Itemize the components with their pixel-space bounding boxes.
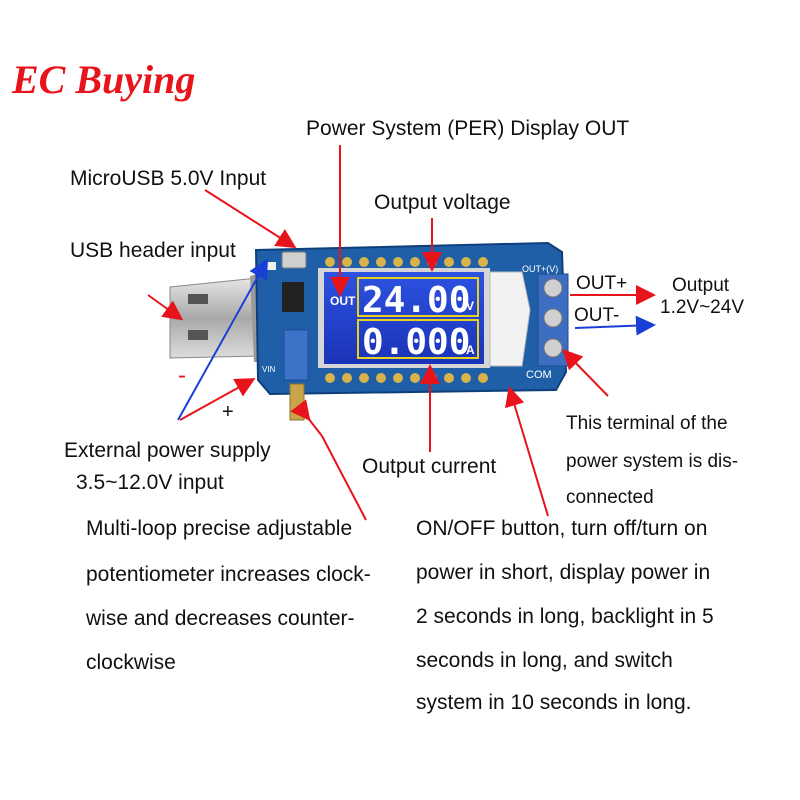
arrow-microusb bbox=[204, 189, 297, 249]
lcd-voltage: 24.00 bbox=[362, 280, 470, 321]
label-terminal-1: This terminal of the bbox=[566, 413, 728, 434]
brand-logo: EC Buying bbox=[12, 57, 196, 102]
arrow-ext-minus bbox=[177, 258, 268, 421]
label-output-voltage: Output voltage bbox=[374, 191, 511, 214]
lcd-out-label: OUT bbox=[330, 294, 356, 308]
label-plus-sign: + bbox=[222, 401, 234, 423]
line-potentiometer bbox=[321, 435, 367, 521]
label-btn-4: seconds in long, and switch bbox=[416, 649, 673, 672]
label-terminal-2: power system is dis- bbox=[566, 451, 739, 472]
arrow-potentiometer bbox=[290, 399, 323, 437]
arrow-ext-plus bbox=[179, 378, 256, 421]
silk-out: OUT+(V) bbox=[522, 264, 558, 274]
lcd-voltage-unit: V bbox=[466, 299, 474, 313]
label-ext-power-1: External power supply bbox=[64, 439, 271, 462]
label-btn-2: power in short, display power in bbox=[416, 561, 711, 584]
arrow-usb-header bbox=[147, 294, 184, 321]
label-terminal-3: connected bbox=[566, 487, 654, 508]
label-output-current: Output current bbox=[362, 455, 497, 478]
arrow-com-terminal bbox=[562, 349, 609, 397]
label-pot-2: potentiometer increases clock- bbox=[86, 563, 371, 586]
label-power-system: Power System (PER) Display OUT bbox=[306, 117, 630, 140]
label-output-range: 1.2V~24V bbox=[660, 297, 744, 318]
lcd-current-unit: A bbox=[466, 343, 475, 357]
lcd-current: 0.000 bbox=[362, 322, 470, 363]
silk-vin: VIN bbox=[262, 365, 276, 374]
silk-com: COM bbox=[526, 369, 552, 381]
label-out-minus: OUT- bbox=[574, 305, 620, 326]
label-btn-1: ON/OFF button, turn off/turn on bbox=[416, 517, 708, 540]
label-usb-header: USB header input bbox=[70, 239, 236, 262]
label-pot-1: Multi-loop precise adjustable bbox=[86, 517, 353, 540]
arrow-out-minus bbox=[574, 315, 656, 336]
label-pot-3: wise and decreases counter- bbox=[86, 607, 355, 630]
label-ext-power-2: 3.5~12.0V input bbox=[76, 471, 224, 494]
label-microusb: MicroUSB 5.0V Input bbox=[70, 167, 267, 190]
arrow-onoff-button bbox=[505, 386, 549, 517]
label-output: Output bbox=[672, 275, 730, 296]
label-btn-3: 2 seconds in long, backlight in 5 bbox=[416, 605, 714, 628]
label-out-plus: OUT+ bbox=[576, 273, 628, 294]
label-minus-sign: - bbox=[178, 362, 186, 389]
lcd-screen bbox=[324, 272, 484, 364]
label-pot-4: clockwise bbox=[86, 651, 176, 674]
label-btn-5: system in 10 seconds in long. bbox=[416, 691, 692, 714]
